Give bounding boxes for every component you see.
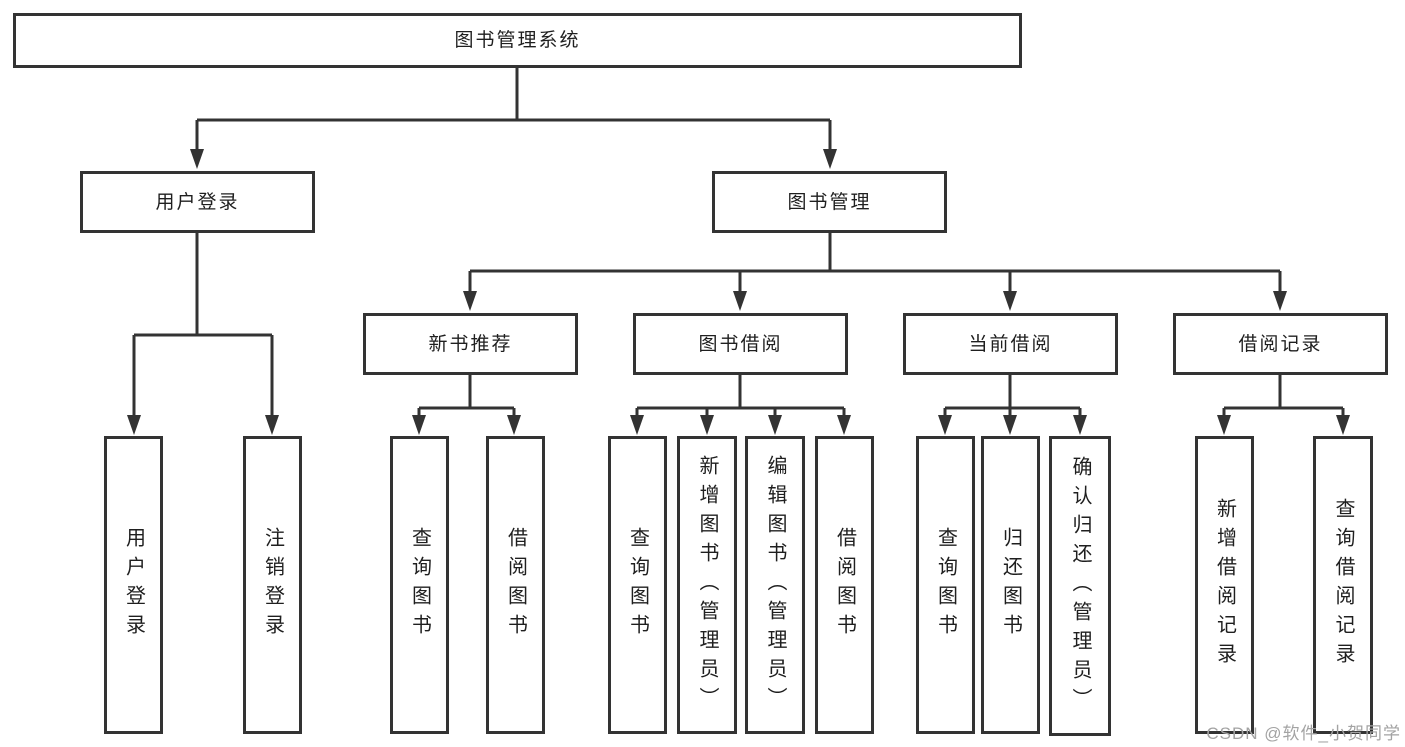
node-current-borrow: 当前借阅 <box>903 313 1118 375</box>
arrowhead <box>463 291 477 311</box>
arrowhead <box>700 415 714 435</box>
arrowhead <box>412 415 426 435</box>
arrowhead <box>823 149 837 169</box>
leaf-return-book-label: 归还图书 <box>999 527 1022 643</box>
arrowhead <box>1003 291 1017 311</box>
leaf-user-login: 用户登录 <box>104 436 163 734</box>
arrowhead <box>837 415 851 435</box>
arrowhead <box>1336 415 1350 435</box>
node-root-label: 图书管理系统 <box>454 30 581 51</box>
node-borrow-records: 借阅记录 <box>1173 313 1388 375</box>
node-book-borrow-label: 图书借阅 <box>698 333 783 355</box>
leaf-user-login-label: 用户登录 <box>122 527 145 643</box>
arrowheads <box>127 149 1350 435</box>
leaf-logout-label: 注销登录 <box>261 527 284 643</box>
leaf-add-book-label: 新增图书（管理员） <box>696 454 718 716</box>
leaf-confirm-return: 确认归还（管理员） <box>1049 436 1111 736</box>
node-root: 图书管理系统 <box>13 13 1022 68</box>
leaf-borrow-book-2: 借阅图书 <box>815 436 874 734</box>
leaf-query-book-3: 查询图书 <box>916 436 975 734</box>
leaf-borrow-book-2-label: 借阅图书 <box>833 527 856 643</box>
leaf-query-book-1-label: 查询图书 <box>408 527 431 643</box>
arrowhead <box>1217 415 1231 435</box>
csdn-watermark: CSDN @软件_小贺同学 <box>1206 724 1401 743</box>
leaf-edit-book: 编辑图书（管理员） <box>745 436 805 734</box>
leaf-query-record: 查询借阅记录 <box>1313 436 1373 734</box>
leaf-return-book: 归还图书 <box>981 436 1040 734</box>
arrowhead <box>1073 415 1087 435</box>
arrowhead <box>1273 291 1287 311</box>
arrowhead <box>733 291 747 311</box>
leaf-borrow-book-1-label: 借阅图书 <box>504 527 527 643</box>
arrowhead <box>1003 415 1017 435</box>
arrowhead <box>265 415 279 435</box>
leaf-query-record-label: 查询借阅记录 <box>1332 498 1354 672</box>
node-book-mgmt: 图书管理 <box>712 171 947 233</box>
arrowhead <box>630 415 644 435</box>
arrowhead <box>938 415 952 435</box>
node-user-login: 用户登录 <box>80 171 315 233</box>
leaf-confirm-return-label: 确认归还（管理员） <box>1069 455 1091 717</box>
node-borrow-records-label: 借阅记录 <box>1238 333 1323 355</box>
leaf-query-book-2-label: 查询图书 <box>626 527 649 643</box>
arrowhead <box>127 415 141 435</box>
arrowhead <box>768 415 782 435</box>
arrowhead <box>507 415 521 435</box>
leaf-add-record-label: 新增借阅记录 <box>1213 498 1236 672</box>
node-book-mgmt-label: 图书管理 <box>787 191 872 213</box>
leaf-add-book: 新增图书（管理员） <box>677 436 737 734</box>
arrowhead <box>190 149 204 169</box>
leaf-query-book-2: 查询图书 <box>608 436 667 734</box>
node-user-login-label: 用户登录 <box>155 191 240 213</box>
leaf-borrow-book-1: 借阅图书 <box>486 436 545 734</box>
leaf-query-book-1: 查询图书 <box>390 436 449 734</box>
leaf-logout: 注销登录 <box>243 436 302 734</box>
node-current-borrow-label: 当前借阅 <box>968 333 1053 355</box>
leaf-add-record: 新增借阅记录 <box>1195 436 1254 734</box>
leaf-edit-book-label: 编辑图书（管理员） <box>764 454 786 716</box>
leaf-query-book-3-label: 查询图书 <box>934 527 957 643</box>
node-new-book-rec: 新书推荐 <box>363 313 578 375</box>
node-new-book-rec-label: 新书推荐 <box>428 333 513 355</box>
node-book-borrow: 图书借阅 <box>633 313 848 375</box>
connector-path <box>132 68 1345 417</box>
